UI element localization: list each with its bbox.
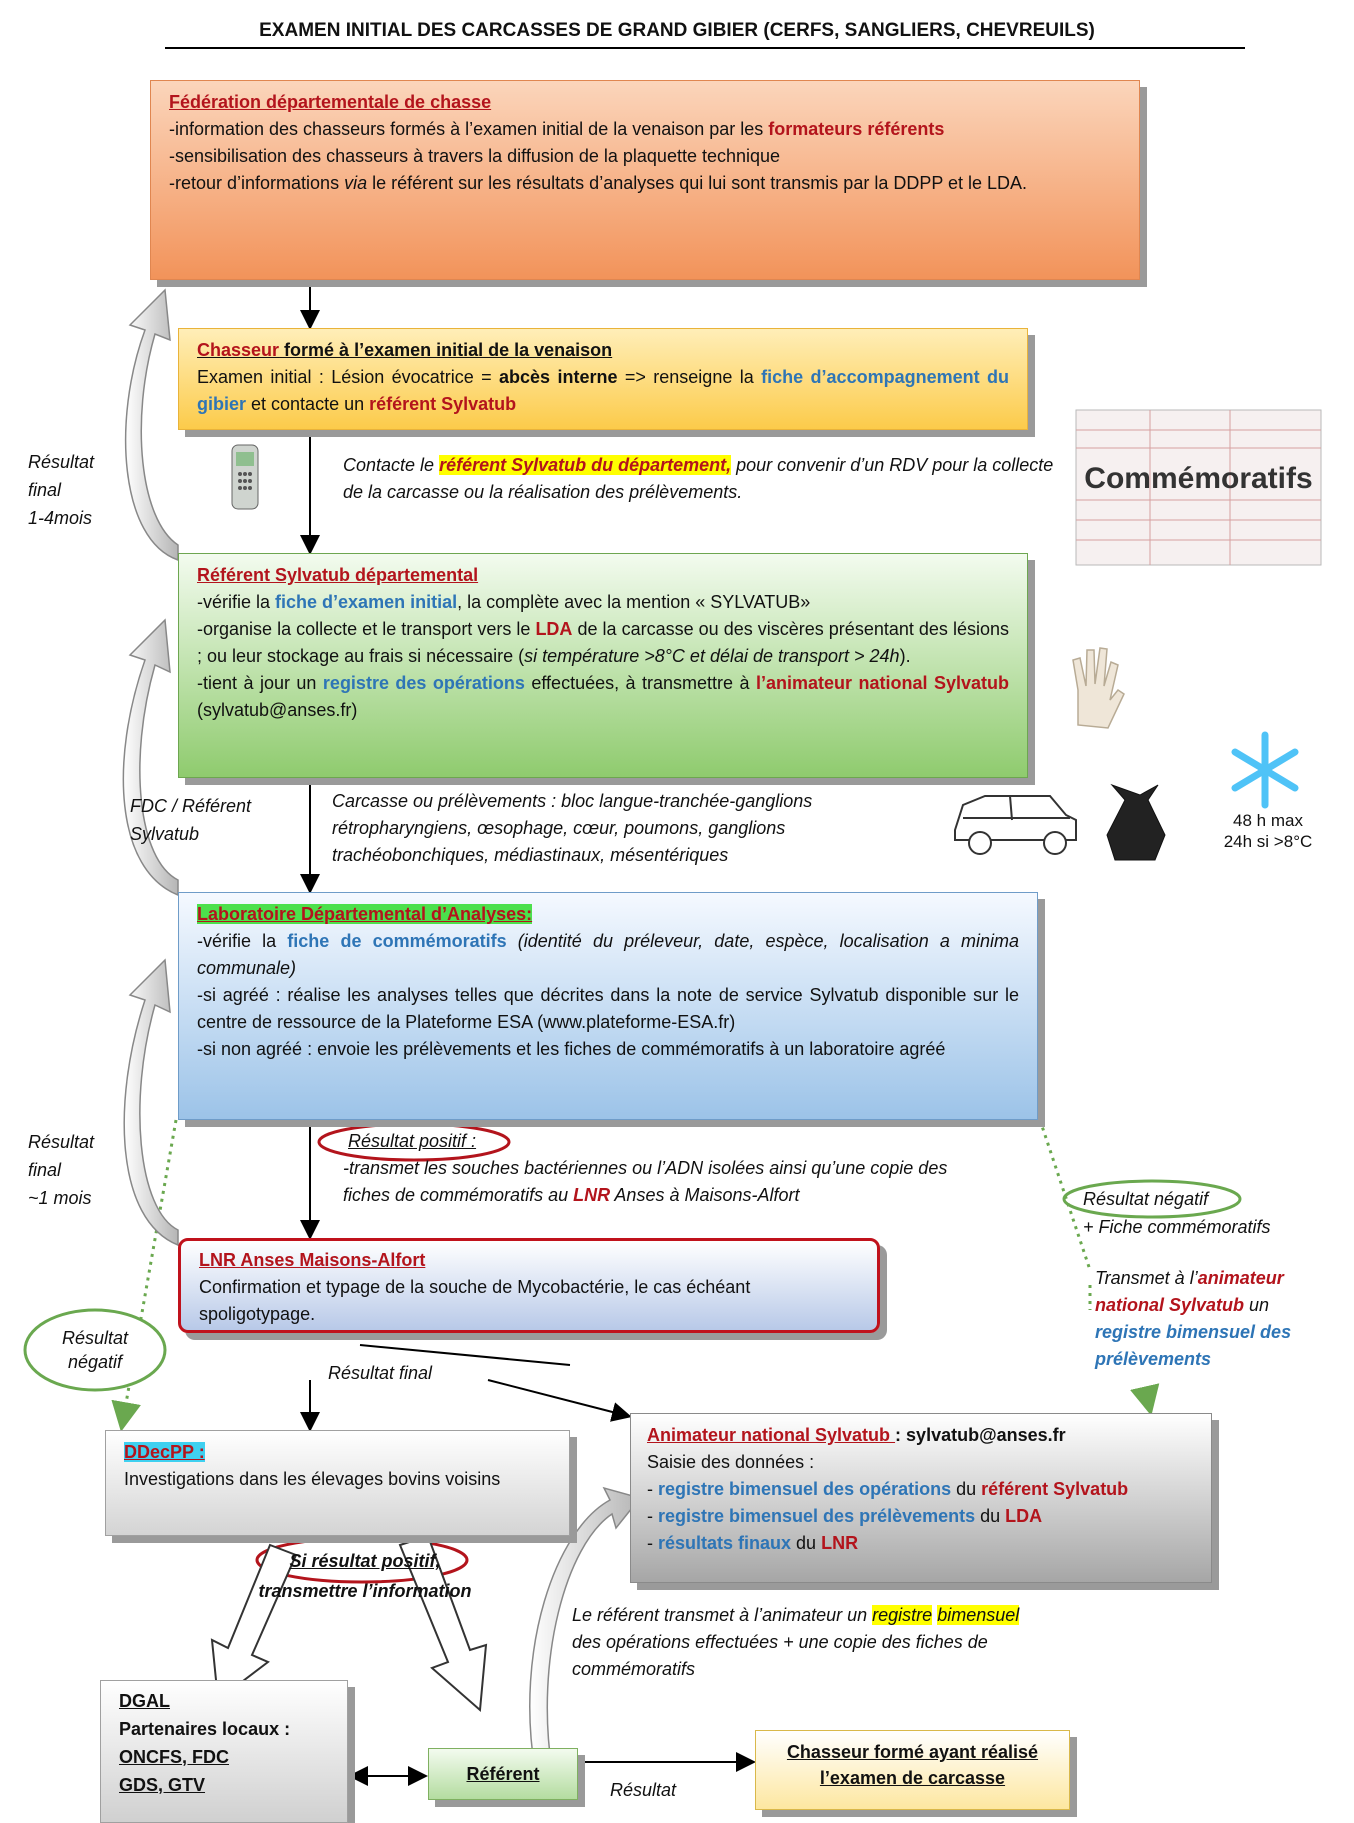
dgal-label: DGAL: [119, 1691, 170, 1711]
chasseur-body: Examen initial : Lésion évocatrice = abc…: [197, 367, 1009, 414]
ellipse-resultat-positif: [317, 1122, 511, 1162]
animateur-row-3: - résultats finaux du LNR: [647, 1533, 859, 1553]
lnr-box: LNR Anses Maisons-Alfort Confirmation et…: [178, 1238, 880, 1333]
fdc-line-1: -information des chasseurs formés à l’ex…: [169, 119, 945, 139]
carcasse-note: Carcasse ou prélèvements : bloc langue-t…: [332, 791, 813, 865]
resultat-negatif-left: Résultat négatif: [61, 1328, 129, 1372]
lda-box: Laboratoire Départemental d’Analyses: -v…: [178, 892, 1038, 1120]
lda-heading: Laboratoire Départemental d’Analyses:: [197, 904, 533, 924]
fdc-box: Fédération départementale de chasse -inf…: [150, 80, 1140, 280]
resultat-label: Résultat: [610, 1780, 677, 1800]
ddecpp-heading: DDecPP :: [124, 1442, 205, 1462]
animateur-box: Animateur national Sylvatub : sylvatub@a…: [630, 1413, 1212, 1583]
fdc-heading: Fédération départementale de chasse: [169, 92, 492, 112]
ellipse-si-positif: [255, 1536, 469, 1584]
glove-icon: [1072, 647, 1125, 729]
fiche-commemoratifs-label: + Fiche commémoratifs: [1083, 1217, 1271, 1237]
line-lnr-finallabel: [359, 1344, 571, 1366]
lda-line-1: -vérifie la fiche de commémoratifs (iden…: [197, 931, 1019, 978]
title-underline: [165, 47, 1245, 49]
dotted-lda-negatif: [1038, 1119, 1092, 1271]
ellipse-resultat-negatif-right: [1062, 1179, 1242, 1219]
oncfs-fdc-label: ONCFS, FDC: [119, 1747, 229, 1767]
ellipse-resultat-negatif-left: [23, 1308, 167, 1392]
arrow-final-animateur: [487, 1379, 632, 1422]
animateur-row-1: - registre bimensuel des opérations du r…: [647, 1479, 1129, 1499]
chasseur-final-box: Chasseur formé ayant réalisé l’examen de…: [755, 1730, 1070, 1810]
animateur-saisie: Saisie des données :: [647, 1452, 815, 1472]
snowflake-icon: [1231, 731, 1299, 809]
trash-bag-icon: [1106, 783, 1166, 861]
contact-note: Contacte le référent Sylvatub du départe…: [343, 455, 1054, 502]
commemoratifs-form-icon: [1075, 409, 1322, 566]
referent-box: Référent: [428, 1748, 578, 1800]
fdc-line-3: -retour d’informations via le référent s…: [169, 173, 1028, 193]
resultat-positif-text: -transmet les souches bactériennes ou l’…: [343, 1158, 948, 1205]
lda-line-2: -si agréé : réalise les analyses telles …: [197, 985, 1019, 1032]
referent-line-1: -vérifie la fiche d’examen initial, la c…: [197, 592, 811, 612]
resultat-positif-label: Résultat positif :: [348, 1131, 477, 1151]
resultat-negatif-right-label: Résultat négatif: [1083, 1189, 1209, 1209]
car-icon: [954, 795, 1077, 855]
lda-line-3: -si non agréé : envoie les prélèvements …: [197, 1039, 946, 1059]
ddecpp-body: Investigations dans les élevages bovins …: [124, 1469, 501, 1489]
si-resultat-positif: Si résultat positif, transmettre l’infor…: [258, 1551, 472, 1601]
lnr-body: Confirmation et typage de la souche de M…: [199, 1277, 751, 1324]
chasseur-box: Chasseur formé à l’examen initial de la …: [178, 328, 1028, 430]
curved-arrow-3: [123, 958, 179, 1247]
ddecpp-box: DDecPP : Investigations dans les élevage…: [105, 1430, 570, 1536]
gds-gtv-label: GDS, GTV: [119, 1775, 206, 1795]
referent-line-3: -tient à jour un registre des opérations…: [197, 673, 1009, 720]
referent-departemental-box: Référent Sylvatub départemental -vérifie…: [178, 553, 1028, 778]
transmet-animateur-text: Transmet à l’animateur national Sylvatub…: [1095, 1268, 1292, 1369]
curved-arrow-2: [122, 618, 179, 897]
animateur-heading: Animateur national Sylvatub : sylvatub@a…: [647, 1425, 1066, 1445]
phone-icon: [231, 444, 259, 510]
referent-line-2: -organise la collecte et le transport ve…: [197, 619, 1009, 666]
fdc-line-2: -sensibilisation des chasseurs à travers…: [169, 146, 781, 166]
block-arrow-ddec-referent: [398, 1534, 488, 1713]
resultat-final-label: Résultat final: [328, 1363, 433, 1383]
referent-heading: Référent Sylvatub départemental: [197, 565, 479, 585]
chasseur-heading: Chasseur formé à l’examen initial de la …: [197, 340, 613, 360]
dotted-transmet-animateur: [1130, 1383, 1160, 1416]
dgal-box: DGAL Partenaires locaux : ONCFS, FDC GDS…: [100, 1680, 348, 1823]
commemoratifs-label: Commémoratifs: [1084, 462, 1313, 495]
lnr-heading: LNR Anses Maisons-Alfort: [199, 1250, 426, 1270]
partenaires-label: Partenaires locaux :: [119, 1719, 291, 1739]
page-title: EXAMEN INITIAL DES CARCASSES DE GRAND GI…: [259, 20, 1095, 41]
curved-arrow-1: [124, 288, 179, 562]
referent-transmet-note: Le référent transmet à l’animateur un re…: [572, 1605, 1020, 1679]
animateur-row-2: - registre bimensuel des prélèvements du…: [647, 1506, 1043, 1526]
storage-text: 48 h max 24h si >8°C: [1223, 811, 1313, 851]
